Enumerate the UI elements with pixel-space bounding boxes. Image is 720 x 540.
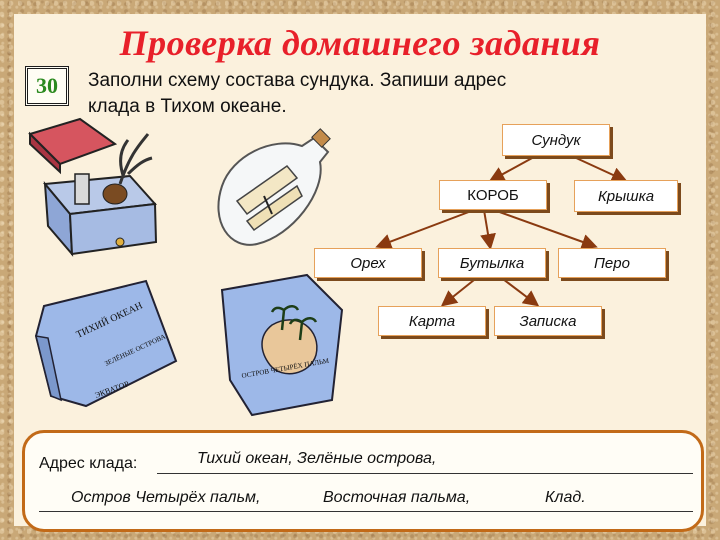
connector-root-kryshka — [573, 156, 628, 183]
answer-line-1-text: Тихий океан, Зелёные острова, — [197, 450, 437, 467]
connector-korob-butylka — [480, 209, 496, 250]
scheme-node-butylka: Бутылка — [438, 248, 546, 278]
treasure-chest-illustration — [28, 117, 158, 257]
scheme-node-kryshka: Крышка — [574, 180, 678, 212]
scheme-node-karta: Карта — [378, 306, 486, 336]
bottle-illustration — [217, 128, 331, 246]
connector-butylka-zapiska — [498, 275, 540, 307]
task-line-2: клада в Тихом океане. — [88, 96, 287, 117]
answer-line-2-part-2: Восточная пальма, — [323, 489, 471, 506]
scheme-node-orekh: Орех — [314, 248, 422, 278]
answer-line-2-part-3: Клад. — [545, 489, 586, 506]
answer-line-2-part-1: Остров Четырёх пальм, — [71, 489, 261, 506]
task-line-1: Заполни схему состава сундука. Запиши ад… — [88, 70, 507, 91]
connector-root-korob — [488, 156, 535, 182]
slide: Проверка домашнего задания 30 Заполни сх… — [14, 14, 706, 532]
scheme-node-pero: Перо — [558, 248, 666, 278]
task-number-badge: 30 — [25, 66, 69, 106]
slide-title: Проверка домашнего задания — [119, 23, 601, 63]
connector-korob-orekh — [375, 209, 475, 250]
answer-line-2-rule — [39, 511, 693, 512]
address-label: Адрес клада: — [39, 455, 138, 472]
ocean-map-illustration: ТИХИЙ ОКЕАН ЗЕЛЁНЫЕ ОСТРОВА ЭКВАТОР — [34, 279, 178, 408]
treasure-address-box: Адрес клада: Тихий океан, Зелёные остров… — [22, 430, 704, 532]
connector-butylka-karta — [440, 275, 480, 307]
scheme-node-korob: КОРОБ — [439, 180, 547, 210]
answer-line-1-rule — [157, 473, 693, 474]
scheme-node-zapiska: Записка — [494, 306, 602, 336]
scheme-node-sunduk: Сундук — [502, 124, 610, 156]
island-map-illustration: ОСТРОВ ЧЕТЫРЁХ ПАЛЬМ — [220, 273, 344, 417]
task-text: Заполни схему состава сундука. Запиши ад… — [88, 68, 648, 120]
scheme-connectors — [375, 156, 628, 307]
connector-korob-pero — [493, 209, 598, 250]
